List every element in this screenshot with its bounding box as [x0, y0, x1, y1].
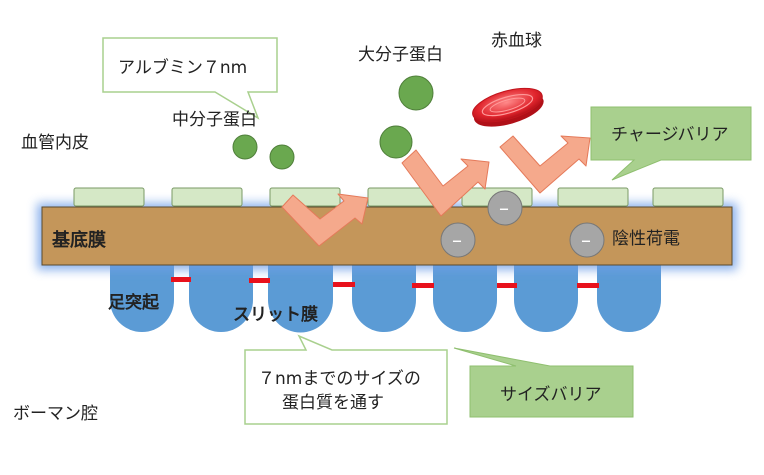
slit-membrane [497, 283, 517, 288]
slit-membrane [333, 282, 355, 287]
reflect-arrow [401, 149, 490, 217]
podocyte-foot-processes [110, 262, 661, 333]
foot-process [189, 262, 253, 332]
endothelium-label: 血管内皮 [21, 133, 89, 153]
large-protein [398, 75, 434, 111]
negative-charge-label: 陰性荷電 [612, 229, 680, 249]
endothelial-cell [73, 187, 145, 207]
size-barrier-text: サイズバリア [500, 385, 602, 405]
albumin-callout-text: アルブミン７nm [118, 58, 248, 78]
red-blood-cell-label: 赤血球 [491, 31, 542, 51]
charge-symbol: – [452, 228, 462, 252]
endothelial-cell [269, 187, 341, 207]
middle-protein [232, 134, 258, 160]
slit-membranes [171, 277, 599, 288]
foot-process [514, 262, 578, 332]
foot-process [597, 262, 661, 332]
foot-process [352, 262, 416, 332]
middle-protein [269, 144, 295, 170]
slit-membrane-label: スリット膜 [233, 305, 318, 325]
negative-charge-icon [487, 190, 523, 226]
negative-charge-icon [569, 222, 605, 258]
endothelial-cell [652, 187, 724, 207]
pass-arrow [281, 193, 369, 247]
foot-process [433, 262, 497, 332]
slit-membrane [412, 283, 434, 288]
bowman-space-label: ボーマン腔 [13, 404, 98, 424]
basement-membrane-label: 基底膜 [52, 230, 106, 251]
endothelial-cell [557, 187, 629, 207]
basement-membrane [41, 206, 733, 266]
negative-charges [440, 190, 605, 258]
slit-membrane [171, 277, 191, 282]
podocyte-label: 足突起 [108, 293, 159, 313]
red-blood-cell [472, 87, 544, 127]
middle-protein-label: 中分子蛋白 [172, 110, 257, 130]
endothelial-cells [73, 187, 724, 207]
size-pass-text-line1: ７nmまでのサイズの [258, 369, 421, 389]
foot-process [268, 262, 333, 333]
charge-barrier-text: チャージバリア [611, 125, 729, 145]
slit-membrane [249, 278, 270, 283]
albumin-callout-box [102, 37, 278, 120]
filtration-arrows [281, 135, 591, 247]
size-pass-text-line2: 蛋白質を通す [282, 393, 384, 413]
charge-symbol: – [581, 228, 591, 252]
proteins [232, 75, 434, 170]
charge-barrier-callout-box [590, 106, 752, 181]
reflect-arrow [499, 135, 591, 194]
charge-symbol: – [499, 196, 509, 220]
size-pass-callout-box [244, 334, 448, 425]
size-barrier-callout-box [453, 347, 634, 418]
large-protein-label: 大分子蛋白 [358, 45, 443, 65]
slit-membrane [577, 283, 599, 288]
large-protein [379, 125, 413, 159]
endothelial-cell [171, 187, 243, 207]
foot-process [110, 262, 174, 332]
negative-charge-icon [440, 222, 476, 258]
